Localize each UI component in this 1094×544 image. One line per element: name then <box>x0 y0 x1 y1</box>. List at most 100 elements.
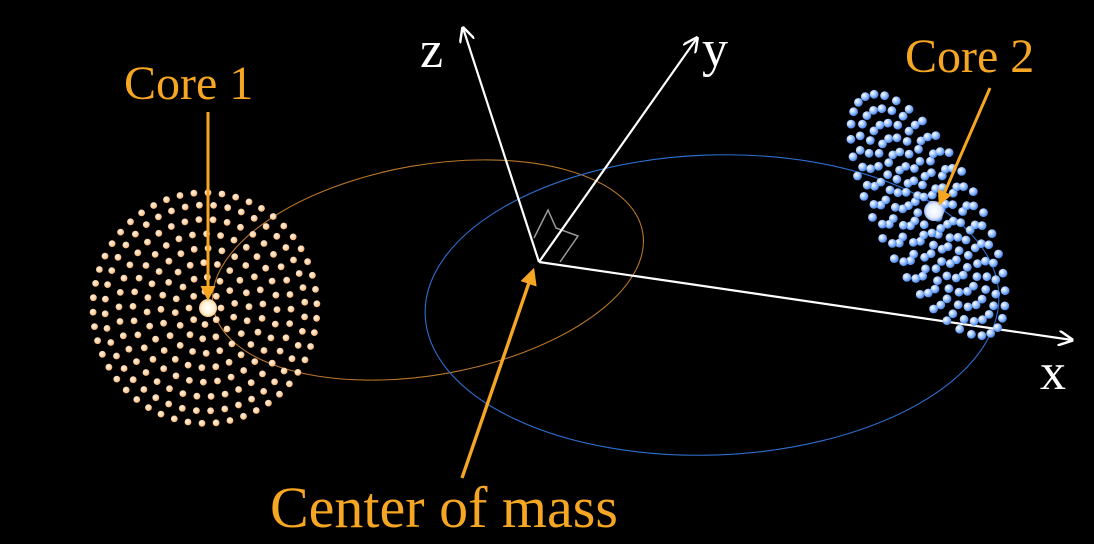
core2-particle <box>913 208 923 218</box>
core2-particle <box>910 120 920 130</box>
core1-particle <box>245 198 253 206</box>
core2-particle <box>977 221 987 231</box>
core1-particle <box>277 263 285 271</box>
core2-particle <box>931 131 941 141</box>
core2-particle <box>969 201 978 211</box>
core1-particle <box>271 320 279 328</box>
core1-particle <box>212 292 220 300</box>
core2-particle <box>935 147 945 156</box>
core1-particle <box>262 223 270 230</box>
core1-particle <box>295 270 303 277</box>
core1-particle <box>120 274 128 282</box>
core1-particle <box>212 363 220 371</box>
core2-particle <box>916 236 925 246</box>
core1-particle <box>159 291 167 299</box>
core2-particle <box>920 171 930 181</box>
core2-particle <box>853 171 862 181</box>
core1-particle <box>135 274 143 282</box>
core1-particle <box>299 284 307 291</box>
core1-particle <box>176 322 184 329</box>
core1-particle <box>144 238 151 246</box>
core2-particle <box>927 168 936 178</box>
core1-particle <box>268 277 276 285</box>
core2-particle <box>906 256 915 266</box>
core2-particle <box>958 270 968 280</box>
core1-particle <box>268 359 276 367</box>
core1-particle <box>142 221 150 229</box>
core2-particle <box>893 120 903 130</box>
core2-particle <box>859 192 869 201</box>
core1-particle <box>198 364 206 372</box>
core1-particle <box>250 214 258 222</box>
core1-particle <box>235 386 243 393</box>
core2-particle <box>945 233 955 243</box>
core1-particle <box>119 332 127 340</box>
core2-particle <box>877 104 887 114</box>
core2-particle <box>918 116 927 126</box>
core2-particle <box>942 316 952 326</box>
core2-particle <box>892 174 902 184</box>
core2-particle <box>883 118 893 128</box>
core2-particle <box>855 145 865 155</box>
core1-particle <box>190 292 198 300</box>
z-axis <box>463 28 541 263</box>
core2-particle <box>918 271 928 281</box>
core1-particle <box>190 189 198 197</box>
core1-particle <box>195 216 203 224</box>
core1-particle <box>101 252 109 260</box>
core1-particle <box>294 369 302 376</box>
core1-particle <box>280 367 288 375</box>
core1-particle <box>105 363 113 371</box>
core2-particle <box>848 152 858 162</box>
core1-particle <box>245 303 253 311</box>
core2-particle <box>862 111 872 120</box>
core1-particle <box>224 204 232 212</box>
core1-particle <box>237 330 245 337</box>
core1-particle <box>276 347 284 355</box>
core1-particle <box>217 232 225 240</box>
core2-particle <box>901 187 911 197</box>
core2-particle <box>893 188 903 198</box>
core2-particle <box>864 148 874 158</box>
core1-particle <box>92 280 99 287</box>
core2-particle <box>887 106 897 116</box>
core2-particle <box>926 156 935 166</box>
core1-particle <box>172 372 180 380</box>
core1-particle <box>94 337 101 345</box>
core2-particle <box>978 315 987 324</box>
core2-particle <box>972 272 982 282</box>
core2-particle <box>885 185 895 195</box>
core1-particle <box>166 332 174 340</box>
core1-particle <box>301 313 308 321</box>
core1-particle <box>249 231 257 238</box>
core1-particle <box>189 348 197 355</box>
core1-particle <box>247 379 255 387</box>
core1-particle <box>235 401 242 409</box>
core1-particle <box>116 289 124 296</box>
core1-particle <box>134 249 142 257</box>
core1-particle <box>207 393 215 400</box>
core1-particle <box>140 344 148 352</box>
core1-particle <box>176 192 184 199</box>
core1-particle <box>201 321 209 328</box>
core1-particle <box>178 404 186 412</box>
core2-particle <box>962 201 972 211</box>
core1-particle <box>162 242 170 249</box>
core1-particle <box>116 318 124 325</box>
core1-particle <box>151 251 159 258</box>
core2-particle <box>977 294 987 304</box>
core2-particle <box>998 313 1007 323</box>
core2-particle <box>876 200 886 210</box>
core1-particle <box>184 418 192 426</box>
core2-particle <box>889 254 899 263</box>
core1-particle <box>223 325 231 333</box>
core2-particle <box>954 287 964 297</box>
core1-particle <box>171 355 179 363</box>
core2-particle <box>969 281 978 291</box>
core2-particle <box>869 89 879 99</box>
core2-particle <box>948 216 958 226</box>
core1-nucleus <box>199 299 217 317</box>
core2-particle <box>977 239 986 249</box>
core1-particle <box>190 316 198 324</box>
core1-particle <box>231 300 239 307</box>
